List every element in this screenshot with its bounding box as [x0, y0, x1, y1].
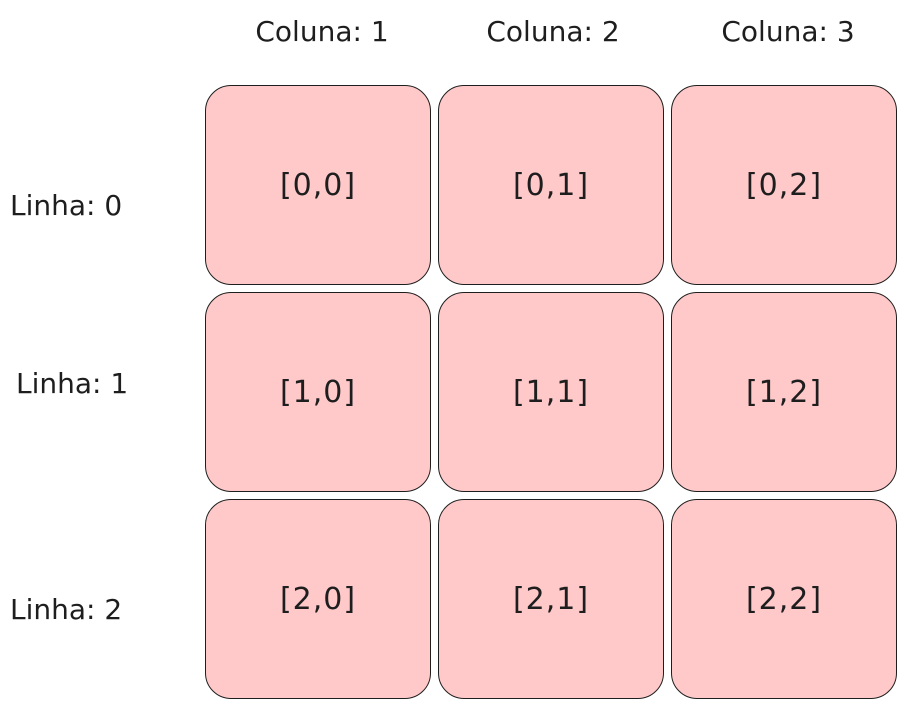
row-header-0: Linha: 0	[10, 189, 123, 222]
cell-label: [2,0]	[279, 581, 357, 617]
cell-2-0: [2,0]	[205, 499, 431, 699]
cell-label: [2,2]	[745, 581, 823, 617]
cell-label: [1,2]	[745, 374, 823, 410]
cell-label: [0,0]	[279, 167, 357, 203]
cell-1-0: [1,0]	[205, 292, 431, 492]
column-header-1: Coluna: 1	[255, 15, 389, 48]
cell-0-1: [0,1]	[438, 85, 664, 285]
column-header-2: Coluna: 2	[486, 15, 620, 48]
cell-0-0: [0,0]	[205, 85, 431, 285]
cell-label: [1,0]	[279, 374, 357, 410]
cell-1-1: [1,1]	[438, 292, 664, 492]
cell-2-1: [2,1]	[438, 499, 664, 699]
cell-label: [0,1]	[512, 167, 590, 203]
cell-label: [2,1]	[512, 581, 590, 617]
cell-2-2: [2,2]	[671, 499, 897, 699]
row-header-2: Linha: 2	[10, 593, 123, 626]
row-header-1: Linha: 1	[16, 367, 129, 400]
cell-label: [0,2]	[745, 167, 823, 203]
cell-0-2: [0,2]	[671, 85, 897, 285]
cell-1-2: [1,2]	[671, 292, 897, 492]
cell-label: [1,1]	[512, 374, 590, 410]
column-header-3: Coluna: 3	[721, 15, 855, 48]
